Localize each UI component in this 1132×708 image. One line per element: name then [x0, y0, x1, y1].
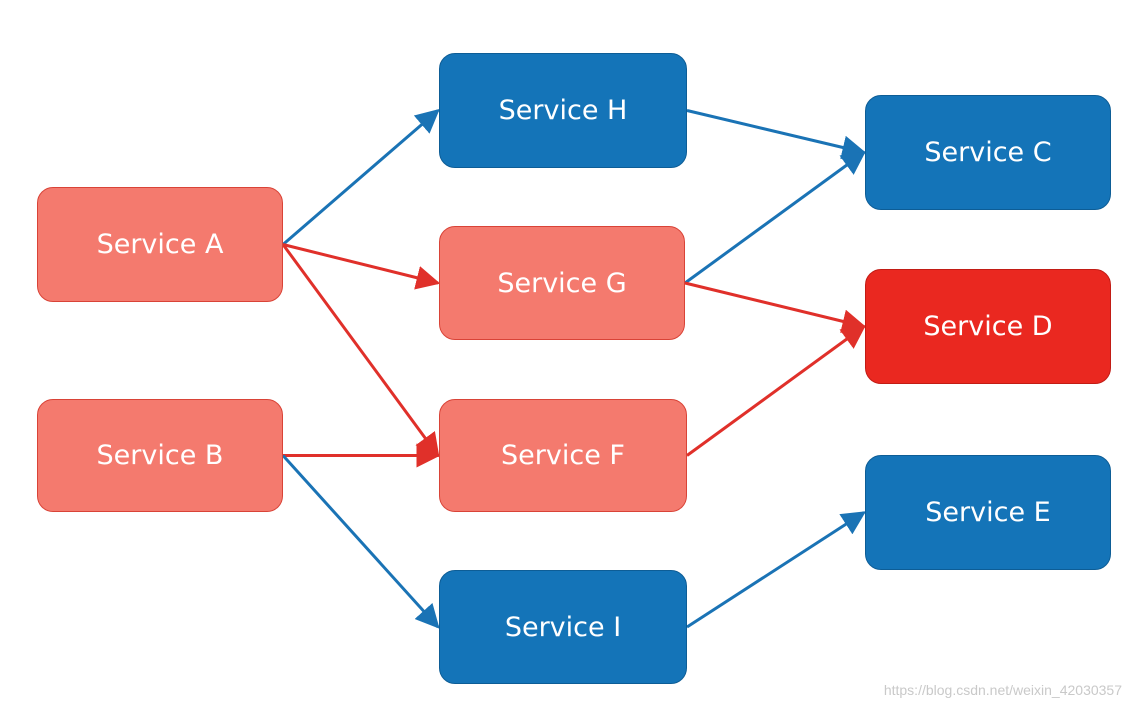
service-b-label: Service B	[96, 440, 224, 471]
edge-f-to-d	[686, 325, 866, 457]
service-a-label: Service A	[96, 229, 224, 260]
service-c-label: Service C	[924, 137, 1052, 168]
service-d-label: Service D	[923, 311, 1053, 342]
service-g-label: Service G	[497, 267, 627, 299]
edge-a-to-h	[282, 108, 440, 246]
service-h-node: Service H	[439, 53, 687, 168]
service-c-node: Service C	[865, 95, 1111, 210]
edge-a-to-g	[282, 243, 441, 290]
service-f-label: Service F	[501, 440, 625, 471]
service-f-node: Service F	[439, 399, 687, 512]
edge-a-to-f	[281, 243, 440, 458]
service-h-label: Service H	[498, 95, 628, 126]
service-i-node: Service I	[439, 570, 687, 684]
edge-b-to-i	[281, 454, 440, 629]
service-g-node: Service G	[439, 226, 685, 340]
service-e-node: Service E	[865, 455, 1111, 570]
watermark-text: https://blog.csdn.net/weixin_42030357	[883, 682, 1122, 698]
edge-g-to-d	[684, 281, 867, 334]
edge-g-to-c	[684, 151, 866, 285]
service-d-node: Service D	[865, 269, 1111, 384]
service-a-node: Service A	[37, 187, 283, 302]
service-i-label: Service I	[504, 611, 622, 643]
edge-i-to-e	[686, 511, 867, 629]
edge-h-to-c	[686, 109, 867, 160]
service-e-label: Service E	[925, 497, 1051, 528]
service-b-node: Service B	[37, 399, 283, 512]
